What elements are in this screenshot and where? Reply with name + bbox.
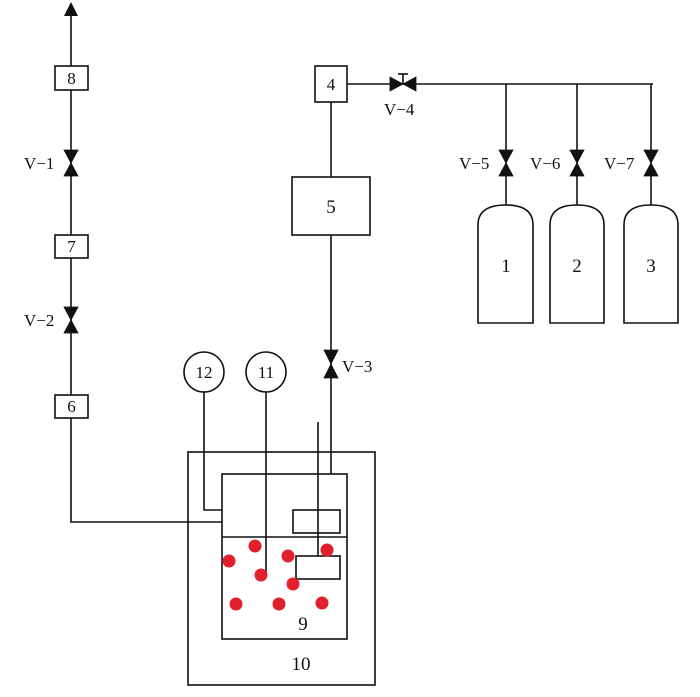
component-7-label: 7	[67, 237, 76, 256]
valve-v5-icon	[498, 149, 514, 164]
vessel-10-label: 10	[292, 654, 311, 675]
valve-v3: V−3	[323, 349, 372, 379]
cylinder-1-label: 1	[501, 256, 511, 277]
component-4: 4	[314, 65, 348, 103]
vessel-10: 10	[187, 451, 376, 686]
valve-v3-label: V−3	[342, 357, 372, 376]
bubble	[272, 597, 286, 611]
valve-v1-icon	[63, 149, 79, 164]
cylinder-2-label: 2	[572, 256, 582, 277]
component-6: 6	[54, 394, 89, 419]
bubble	[254, 568, 268, 582]
gauge-12-lead	[203, 392, 222, 511]
bubble	[315, 596, 329, 610]
cylinder-3-label: 3	[646, 256, 656, 277]
component-8-label: 8	[67, 69, 76, 88]
gauge-12: 12	[183, 351, 225, 511]
cylinder-2-branch: V−6 2	[530, 84, 605, 324]
pipe-segment	[70, 418, 222, 523]
valve-v6-label: V−6	[530, 154, 560, 173]
component-4-label: 4	[327, 75, 336, 94]
bubble	[281, 549, 295, 563]
gauge-11: 11	[245, 351, 287, 577]
bubble	[286, 577, 300, 591]
bubbles	[222, 539, 334, 611]
valve-v1: V−1	[24, 149, 79, 177]
valve-v2-label: V−2	[24, 311, 54, 330]
component-8: 8	[54, 65, 89, 91]
gauge-11-label: 11	[258, 363, 274, 382]
bubble	[320, 543, 334, 557]
component-7: 7	[54, 234, 89, 259]
valve-v7-label: V−7	[604, 154, 635, 173]
component-5: 5	[291, 176, 371, 236]
gas-cylinder-2	[549, 204, 605, 324]
inner-element-upper	[292, 509, 341, 534]
gas-cylinder-1	[477, 204, 534, 324]
valve-v3-icon	[323, 349, 339, 365]
component-5-label: 5	[326, 197, 336, 218]
valve-v4-label: V−4	[384, 100, 415, 119]
bubble	[222, 554, 236, 568]
valve-v5-label: V−5	[459, 154, 489, 173]
inner-element-lower	[295, 555, 341, 580]
valve-v2-icon	[63, 306, 79, 321]
bubble	[248, 539, 262, 553]
component-6-label: 6	[67, 397, 76, 416]
gauge-12-label: 12	[196, 363, 213, 382]
bubble	[229, 597, 243, 611]
vessel-9: 9	[221, 473, 348, 640]
valve-v4: V−4	[384, 73, 417, 119]
vessel-9-label: 9	[298, 614, 308, 635]
outlet-arrow-icon	[64, 2, 78, 16]
cylinder-3-branch: V−7 3	[604, 84, 679, 324]
valve-v6-icon	[569, 149, 585, 164]
valve-v7-icon	[643, 149, 659, 164]
valve-v4-icon	[389, 76, 404, 92]
cylinder-1-branch: V−5 1	[459, 84, 534, 324]
gas-cylinder-3	[623, 204, 679, 324]
valve-v2: V−2	[24, 306, 79, 334]
valve-v1-label: V−1	[24, 154, 54, 173]
